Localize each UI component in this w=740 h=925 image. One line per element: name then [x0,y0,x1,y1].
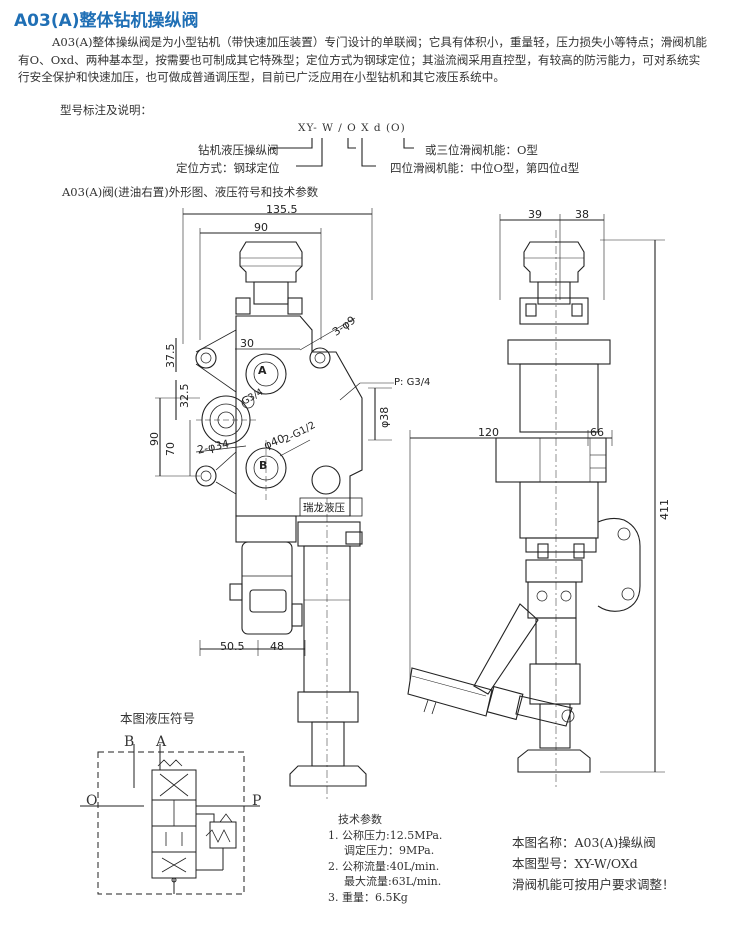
note-name: 本图名称：A03(A)操纵阀 [512,835,656,850]
port-b-label: B [259,459,268,472]
symbol-port-o: O [86,793,98,809]
model-code: XY- W / O X d (O) [298,122,406,134]
params-line-3: 2. 公称流量:40L/min. [328,859,440,873]
params-line-2: 调定压力：9MPa. [344,844,435,857]
params-line-4: 最大流量:63L/min. [344,875,442,888]
params-line-1: 1. 公称压力:12.5MPa. [328,828,443,842]
dim-50-5: 50.5 [220,640,245,653]
note-adjust: 滑阀机能可按用户要求调整！ [512,877,675,892]
drawing-notes: 本图名称：A03(A)操纵阀 本图型号：XY-W/OXd 滑阀机能可按用户要求调… [512,832,675,895]
page-title: A03(A)整体钻机操纵阀 [14,11,199,31]
dim-90-vertical: 90 [148,432,161,446]
dim-135-5: 135.5 [266,203,298,216]
tech-params: 技术参数 1. 公称压力:12.5MPa. 调定压力：9MPa. 2. 公称流量… [328,812,442,905]
dim-phi38: φ38 [378,406,391,428]
dim-30: 30 [240,337,254,350]
drawing-caption: A03(A)阀(进油右置)外形图、液压符号和技术参数 [62,185,319,199]
dim-port-p: P: G3/4 [394,377,431,388]
model-label-four: 四位滑阀机能：中位O型，第四位d型 [390,161,580,175]
params-line-5: 3. 重量：6.5Kg [328,890,408,904]
brand-label: 瑞龙液压 [303,502,345,514]
symbol-port-p: P [252,793,262,809]
dim-38: 38 [575,208,589,221]
model-heading: 型号标注及说明： [60,103,152,117]
dim-39: 39 [528,208,542,221]
dim-120: 120 [478,426,499,439]
dim-411: 411 [658,499,671,520]
symbol-caption: 本图液压符号 [120,711,196,726]
model-label-valve: 钻机液压操纵阀 [198,143,279,157]
dim-70: 70 [164,442,177,456]
symbol-port-b: B [124,734,135,750]
port-a-label: A [258,364,267,377]
note-model: 本图型号：XY-W/OXd [512,856,638,871]
params-heading: 技术参数 [338,813,382,826]
model-label-locate: 定位方式：钢球定位 [176,161,280,175]
intro-paragraph: A03(A)整体操纵阀是为小型钻机（带快速加压装置）专门设计的单联阀；它具有体积… [18,35,708,84]
dim-66: 66 [590,426,604,439]
dim-37-5: 37.5 [164,343,177,369]
dim-32-5: 32.5 [178,383,191,409]
symbol-port-a: A [156,734,167,750]
dim-90-top: 90 [254,221,268,234]
model-label-three: 或三位滑阀机能：O型 [425,143,538,157]
dim-48: 48 [270,640,284,653]
